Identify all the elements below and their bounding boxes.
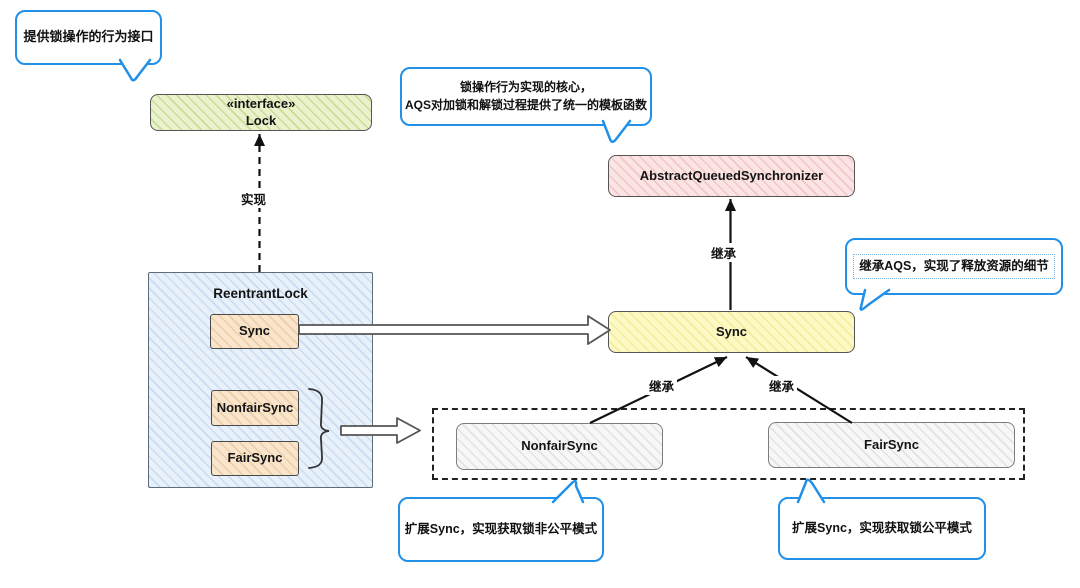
- node-inner-sync: Sync: [210, 314, 299, 349]
- implements-label: 实现: [238, 189, 270, 208]
- inner-sync-name: Sync: [238, 323, 271, 339]
- lock-name: Lock: [245, 112, 277, 128]
- inherit-fair-label: 继承: [766, 376, 798, 395]
- reentrantlock-name: ReentrantLock: [213, 286, 308, 301]
- nonfairsync-name: NonfairSync: [521, 438, 598, 454]
- inherit-nonfair-label: 继承: [646, 376, 678, 395]
- aqs-name: AbstractQueuedSynchronizer: [639, 167, 824, 183]
- note-nonfair-text: 扩展Sync，实现获取锁非公平模式: [404, 522, 598, 537]
- node-sync: Sync: [608, 311, 855, 353]
- inherit-aqs-label: 继承: [708, 243, 740, 262]
- note-nonfair-mode: 扩展Sync，实现获取锁非公平模式: [398, 479, 604, 562]
- note-fair-text: 扩展Sync，实现获取锁公平模式: [792, 521, 972, 536]
- fairsync-name: FairSync: [864, 436, 919, 452]
- note-aqs-line1: 锁操作行为实现的核心，: [459, 80, 592, 95]
- note-sync-detail: 继承AQS，实现了释放资源的细节: [845, 238, 1063, 311]
- sync-name: Sync: [715, 323, 748, 339]
- inner-nonfairsync-name: NonfairSync: [216, 399, 294, 415]
- node-inner-fairsync: FairSync: [211, 441, 299, 476]
- bubble-tail: [601, 119, 632, 143]
- node-nonfairsync: NonfairSync: [456, 423, 663, 470]
- inner-fairsync-name: FairSync: [227, 450, 283, 466]
- note-aqs-core: 锁操作行为实现的核心， AQS对加锁和解锁过程提供了统一的模板函数: [400, 67, 652, 143]
- note-lock-interface: 提供锁操作的行为接口: [15, 10, 162, 82]
- node-fairsync: FairSync: [768, 422, 1015, 468]
- bubble-tail: [796, 478, 826, 504]
- note-aqs-line2: AQS对加锁和解锁过程提供了统一的模板函数: [404, 97, 647, 112]
- note-lock-text: 提供锁操作的行为接口: [23, 29, 154, 45]
- sync-subclasses-group: [432, 408, 1025, 480]
- note-fair-mode: 扩展Sync，实现获取锁公平模式: [778, 478, 986, 560]
- node-aqs: AbstractQueuedSynchronizer: [608, 155, 855, 197]
- bubble-tail: [118, 58, 152, 82]
- lock-stereotype: «interface»: [226, 96, 296, 112]
- node-inner-nonfairsync: NonfairSync: [211, 390, 299, 426]
- bubble-tail: [551, 479, 585, 504]
- node-lock-interface: «interface» Lock: [150, 94, 372, 131]
- note-sync-text: 继承AQS，实现了释放资源的细节: [853, 254, 1055, 279]
- bubble-tail: [859, 288, 891, 311]
